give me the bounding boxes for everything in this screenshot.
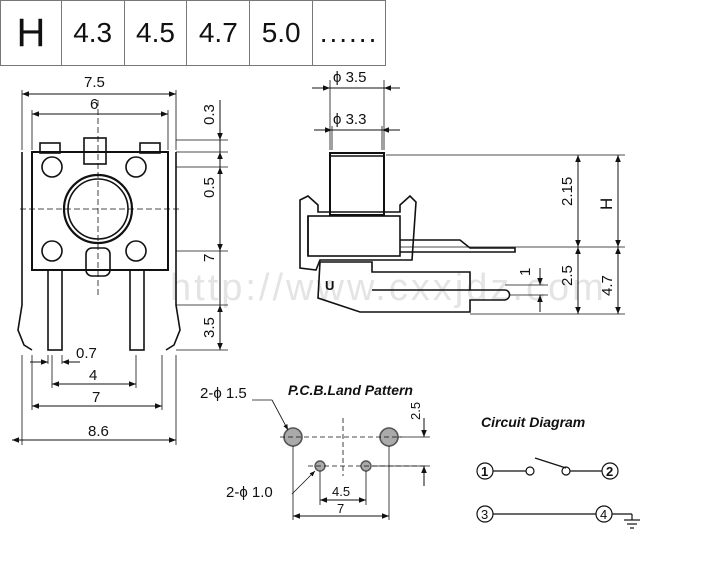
pcb-v-spacing: 2.5 [408,402,423,420]
dim-total-width: 8.6 [88,423,109,440]
pcb-title: P.C.B.Land Pattern [288,382,413,398]
front-view-labels: 7.5 6 0.3 0.5 7 3.5 0.7 4 7 8.6 [76,74,218,440]
dim-right-mid: 0.5 [201,177,218,198]
pcb-inner-spacing: 4.5 [332,484,350,499]
height-value: 4.3 [60,0,125,66]
side-view-labels: ϕ 3.5 ϕ 3.3 2.15 H 1 2.5 4.7 U [325,69,616,296]
pcb-outer-spacing: 7 [337,501,344,516]
circuit-labels: Circuit Diagram 1 2 3 4 [481,414,613,522]
dim-pin-outer: 7 [92,389,100,406]
circuit-pin-3: 3 [481,507,488,522]
height-value: 4.7 [186,0,251,66]
circuit-pin-2: 2 [606,464,613,479]
dim-phi-inner: ϕ 3.3 [333,111,366,128]
dim-height-label: H [597,198,616,210]
dim-right-top: 0.3 [201,104,218,125]
height-value-more: ...... [312,0,386,66]
height-option-table: H 4.3 4.5 4.7 5.0 ...... [0,0,386,66]
dim-right-leg: 3.5 [201,317,218,338]
table-header-h: H [0,0,62,66]
side-view [299,80,625,315]
circuit-pin-4: 4 [600,507,607,522]
dim-phi-outer: ϕ 3.5 [333,69,366,86]
height-value: 5.0 [249,0,314,66]
dim-width-inner: 6 [90,96,98,113]
pcb-large-holes: 2-ϕ 1.5 [200,385,247,402]
dim-body-height: 4.7 [599,275,616,296]
dim-pin-width: 0.7 [76,345,97,362]
pcb-land-pattern [252,399,430,520]
dim-leg-1: 1 [517,268,534,276]
pcb-small-holes: 2-ϕ 1.0 [226,484,273,501]
housing-mark-u: U [325,278,334,293]
circuit-diagram [476,457,640,529]
dim-pin-spacing: 4 [89,367,97,384]
height-value: 4.5 [123,0,188,66]
watermark-text: http://www.cxxjdz.com [170,267,607,309]
circuit-title: Circuit Diagram [481,414,585,430]
pcb-labels: P.C.B.Land Pattern 2-ϕ 1.5 2-ϕ 1.0 2.5 4… [200,382,423,516]
circuit-pin-1: 1 [481,464,488,479]
front-view [12,90,228,445]
dim-leg-2: 2.5 [559,265,576,286]
dim-height-top: 2.15 [559,177,576,206]
dim-right-pitch: 7 [201,254,218,262]
dim-width-outer: 7.5 [84,74,105,91]
